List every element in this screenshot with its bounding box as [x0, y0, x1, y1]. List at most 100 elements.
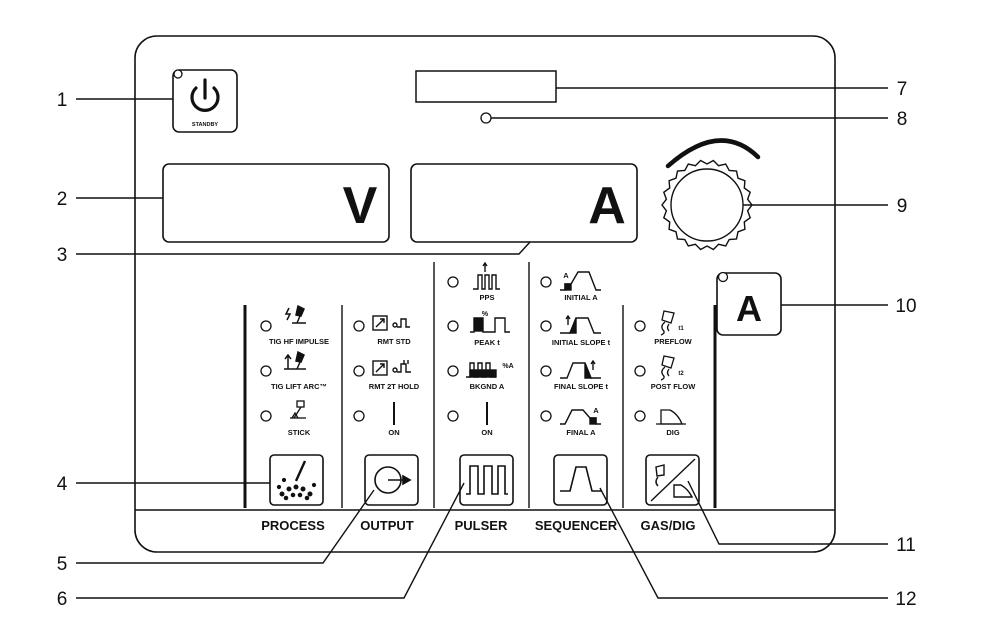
- output-option-rmt-2t: RMT 2T HOLD: [353, 360, 420, 391]
- process-button[interactable]: [269, 454, 324, 506]
- process-option-tig-lift: TIG LIFT ARC™: [260, 350, 327, 391]
- option-label: TIG HF IMPULSE: [269, 337, 329, 346]
- pulser-option-peak: % PEAK t: [447, 311, 510, 347]
- dig-curve-icon: [656, 409, 686, 425]
- option-led: [540, 276, 552, 288]
- option-label: FINAL A: [566, 428, 596, 437]
- option-led: [260, 410, 272, 422]
- callout-11: 11: [896, 535, 916, 556]
- callout-7: 7: [897, 79, 908, 100]
- sequencer-button[interactable]: [553, 454, 608, 506]
- process-option-tig-hf: TIG HF IMPULSE: [260, 304, 329, 346]
- postflow-gas-icon: [660, 355, 675, 381]
- option-label: TIG LIFT ARC™: [271, 382, 327, 391]
- option-led: [447, 365, 459, 377]
- dig-option: DIG: [634, 409, 686, 437]
- electrode-holder-icon: [290, 400, 306, 419]
- output-option-rmt-std: RMT STD: [353, 315, 411, 346]
- option-led: [353, 320, 365, 332]
- peak-time-icon: [470, 317, 510, 333]
- option-label: RMT 2T HOLD: [369, 382, 420, 391]
- option-led: [260, 320, 272, 332]
- voltmeter-unit: V: [343, 177, 378, 235]
- preflow-gas-icon: [660, 310, 675, 336]
- pulser-option-pps: PPS: [447, 261, 500, 302]
- callout-10: 10: [895, 296, 916, 317]
- option-led: [447, 410, 459, 422]
- remote-std-icon: [372, 315, 410, 331]
- option-label: PPS: [479, 293, 494, 302]
- option-label: BKGND A: [470, 382, 505, 391]
- final-amp-icon: [560, 409, 601, 425]
- option-label: PEAK t: [474, 338, 500, 347]
- pulser-option-on: ON: [447, 402, 493, 437]
- sequencer-section-label: SEQUENCER: [535, 518, 618, 533]
- process-option-stick: STICK: [260, 400, 311, 437]
- option-led: [353, 410, 365, 422]
- option-led: [540, 365, 552, 377]
- standby-button[interactable]: STANDBY: [172, 69, 238, 133]
- option-label: RMT STD: [377, 337, 411, 346]
- ammeter-unit: A: [588, 177, 626, 235]
- pps-wave-icon: [473, 261, 500, 290]
- pulser-button[interactable]: [459, 454, 514, 506]
- display-led: [480, 112, 492, 124]
- parameter-display-window: [415, 70, 557, 103]
- bkgnd-percent-mark: %A: [502, 363, 513, 370]
- initial-a-mark: A: [563, 271, 569, 280]
- gas-dig-button[interactable]: [645, 454, 700, 506]
- option-led: [540, 320, 552, 332]
- callout-numbers: 1 2 3 4 5 6 7 8 9 10 11 12: [57, 79, 917, 610]
- output-arrow-circle-icon: [374, 466, 412, 494]
- callout-3: 3: [57, 245, 68, 266]
- output-section-label: OUTPUT: [360, 518, 414, 533]
- standby-label: STANDBY: [192, 122, 219, 128]
- amperage-button-led: [717, 271, 729, 283]
- pulser-option-bkgnd: %A BKGND A: [447, 362, 514, 391]
- option-led: [634, 320, 646, 332]
- standby-led: [173, 69, 183, 79]
- sequencer-option-final-slope: FINAL SLOPE t: [540, 359, 609, 391]
- pulser-section-label: PULSER: [455, 518, 508, 533]
- encoder-knob[interactable]: [661, 138, 761, 251]
- amperage-button[interactable]: A: [716, 271, 782, 336]
- section-frame: [135, 262, 835, 511]
- output-option-on: ON: [353, 402, 400, 437]
- initial-amp-icon: [560, 271, 601, 291]
- callout-leaders: [76, 87, 888, 599]
- option-label: PREFLOW: [654, 337, 692, 346]
- remote-2t-icon: [372, 360, 411, 376]
- background-amp-icon: [466, 362, 497, 378]
- preflow-sub-mark: t1: [678, 326, 684, 332]
- option-label: DIG: [666, 428, 680, 437]
- option-led: [634, 410, 646, 422]
- callout-1: 1: [57, 90, 68, 111]
- option-led: [353, 365, 365, 377]
- gas-option-postflow: t2 POST FLOW: [634, 355, 697, 391]
- knob-rotation-arc: [665, 138, 761, 169]
- callout-5: 5: [57, 554, 68, 575]
- callout-9: 9: [897, 196, 908, 217]
- panel-outline: [134, 35, 836, 553]
- sequence-trapezoid-icon: [560, 466, 602, 492]
- power-icon: [190, 78, 220, 112]
- initial-slope-icon: [560, 314, 601, 334]
- sequencer-option-initial-slope: INITIAL SLOPE t: [540, 314, 611, 347]
- callout-12: 12: [895, 589, 916, 610]
- option-label: ON: [388, 428, 399, 437]
- torch-lift-icon: [284, 350, 306, 370]
- sequencer-option-initial-a: A INITIAL A: [540, 271, 601, 302]
- final-a-mark: A: [593, 406, 599, 415]
- process-section-label: PROCESS: [261, 518, 325, 533]
- option-led: [447, 276, 459, 288]
- option-label: POST FLOW: [651, 382, 697, 391]
- gas-option-preflow: t1 PREFLOW: [634, 310, 693, 346]
- peak-percent-mark: %: [482, 311, 489, 318]
- pulse-wave-icon: [466, 465, 508, 495]
- callout-8: 8: [897, 109, 908, 130]
- callout-6: 6: [57, 589, 68, 610]
- postflow-sub-mark: t2: [678, 371, 684, 377]
- output-button[interactable]: [364, 454, 419, 506]
- voltmeter-display: V: [162, 163, 390, 243]
